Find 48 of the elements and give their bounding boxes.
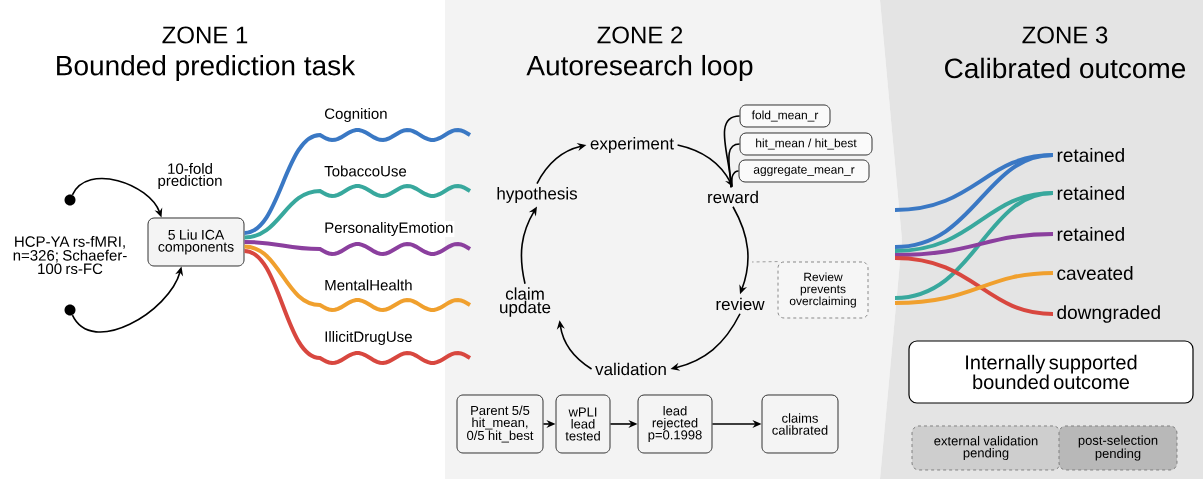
step-label: hypothesis — [497, 187, 577, 203]
component-box: 5 Liu ICA components — [147, 217, 245, 267]
zone-title: Autoresearch loop — [526, 54, 753, 82]
outcome-label: retained — [1057, 227, 1124, 241]
outcome-label: downgraded — [1057, 305, 1160, 323]
edge-label: IllicitDrugUse — [323, 330, 414, 346]
zone-number: ZONE 3 — [1022, 26, 1108, 44]
flow-line — [894, 256, 1054, 316]
step-label: review — [716, 297, 765, 311]
process-box: claims calibrated — [761, 394, 839, 454]
status-box: external validation pending — [911, 425, 1061, 471]
edge-label: TobaccoUse — [323, 164, 408, 178]
step-label: experiment — [590, 137, 674, 153]
step-label: claim update — [500, 287, 551, 317]
edge-label: PersonalityEmotion — [323, 221, 455, 237]
flow-line — [244, 128, 472, 235]
zone-number: ZONE 2 — [597, 26, 683, 44]
step-label: reward — [708, 190, 758, 204]
leader-line — [751, 261, 778, 263]
outcome-label: retained — [1057, 148, 1124, 162]
process-box: Parent 5/5 hit_mean, 0/5 hit_best — [456, 394, 544, 454]
metric-box: hit_mean / hit_best — [739, 132, 873, 156]
zone-title: Calibrated outcome — [945, 57, 1186, 79]
edge-label: MentalHealth — [323, 278, 414, 292]
step-label: validation — [595, 362, 666, 376]
flow-line — [244, 244, 472, 312]
flow-line — [894, 153, 1054, 249]
flow-line — [894, 191, 1054, 300]
outcome-label: caveated — [1057, 266, 1133, 280]
status-box: post-selection pending — [1058, 425, 1178, 471]
zone-number: ZONE 1 — [162, 26, 248, 44]
metric-box: aggregate_mean_r — [738, 159, 870, 183]
flow-line — [244, 184, 472, 240]
process-box: lead rejected p=0.1998 — [637, 394, 713, 454]
outcome-label: retained — [1057, 186, 1124, 200]
flow-line — [244, 249, 472, 365]
flow-line — [244, 240, 472, 256]
edge-label: 10-fold prediction — [149, 162, 231, 190]
note-box: Review prevents overclaiming — [777, 261, 869, 319]
flow-line — [894, 232, 1054, 257]
zone-title: Bounded prediction task — [57, 54, 356, 82]
bracket-line — [730, 170, 740, 188]
edge-label: Cognition — [323, 107, 389, 123]
metric-box: fold_mean_r — [739, 104, 831, 128]
dataset-label: HCP-YA rs-fMRI, n=326; Schaefer-100 rs-FC — [13, 235, 127, 275]
process-box: wPLI lead tested — [555, 394, 611, 454]
flow-line — [894, 271, 1054, 305]
outcome-box: Internally supported bounded outcome — [908, 340, 1194, 404]
